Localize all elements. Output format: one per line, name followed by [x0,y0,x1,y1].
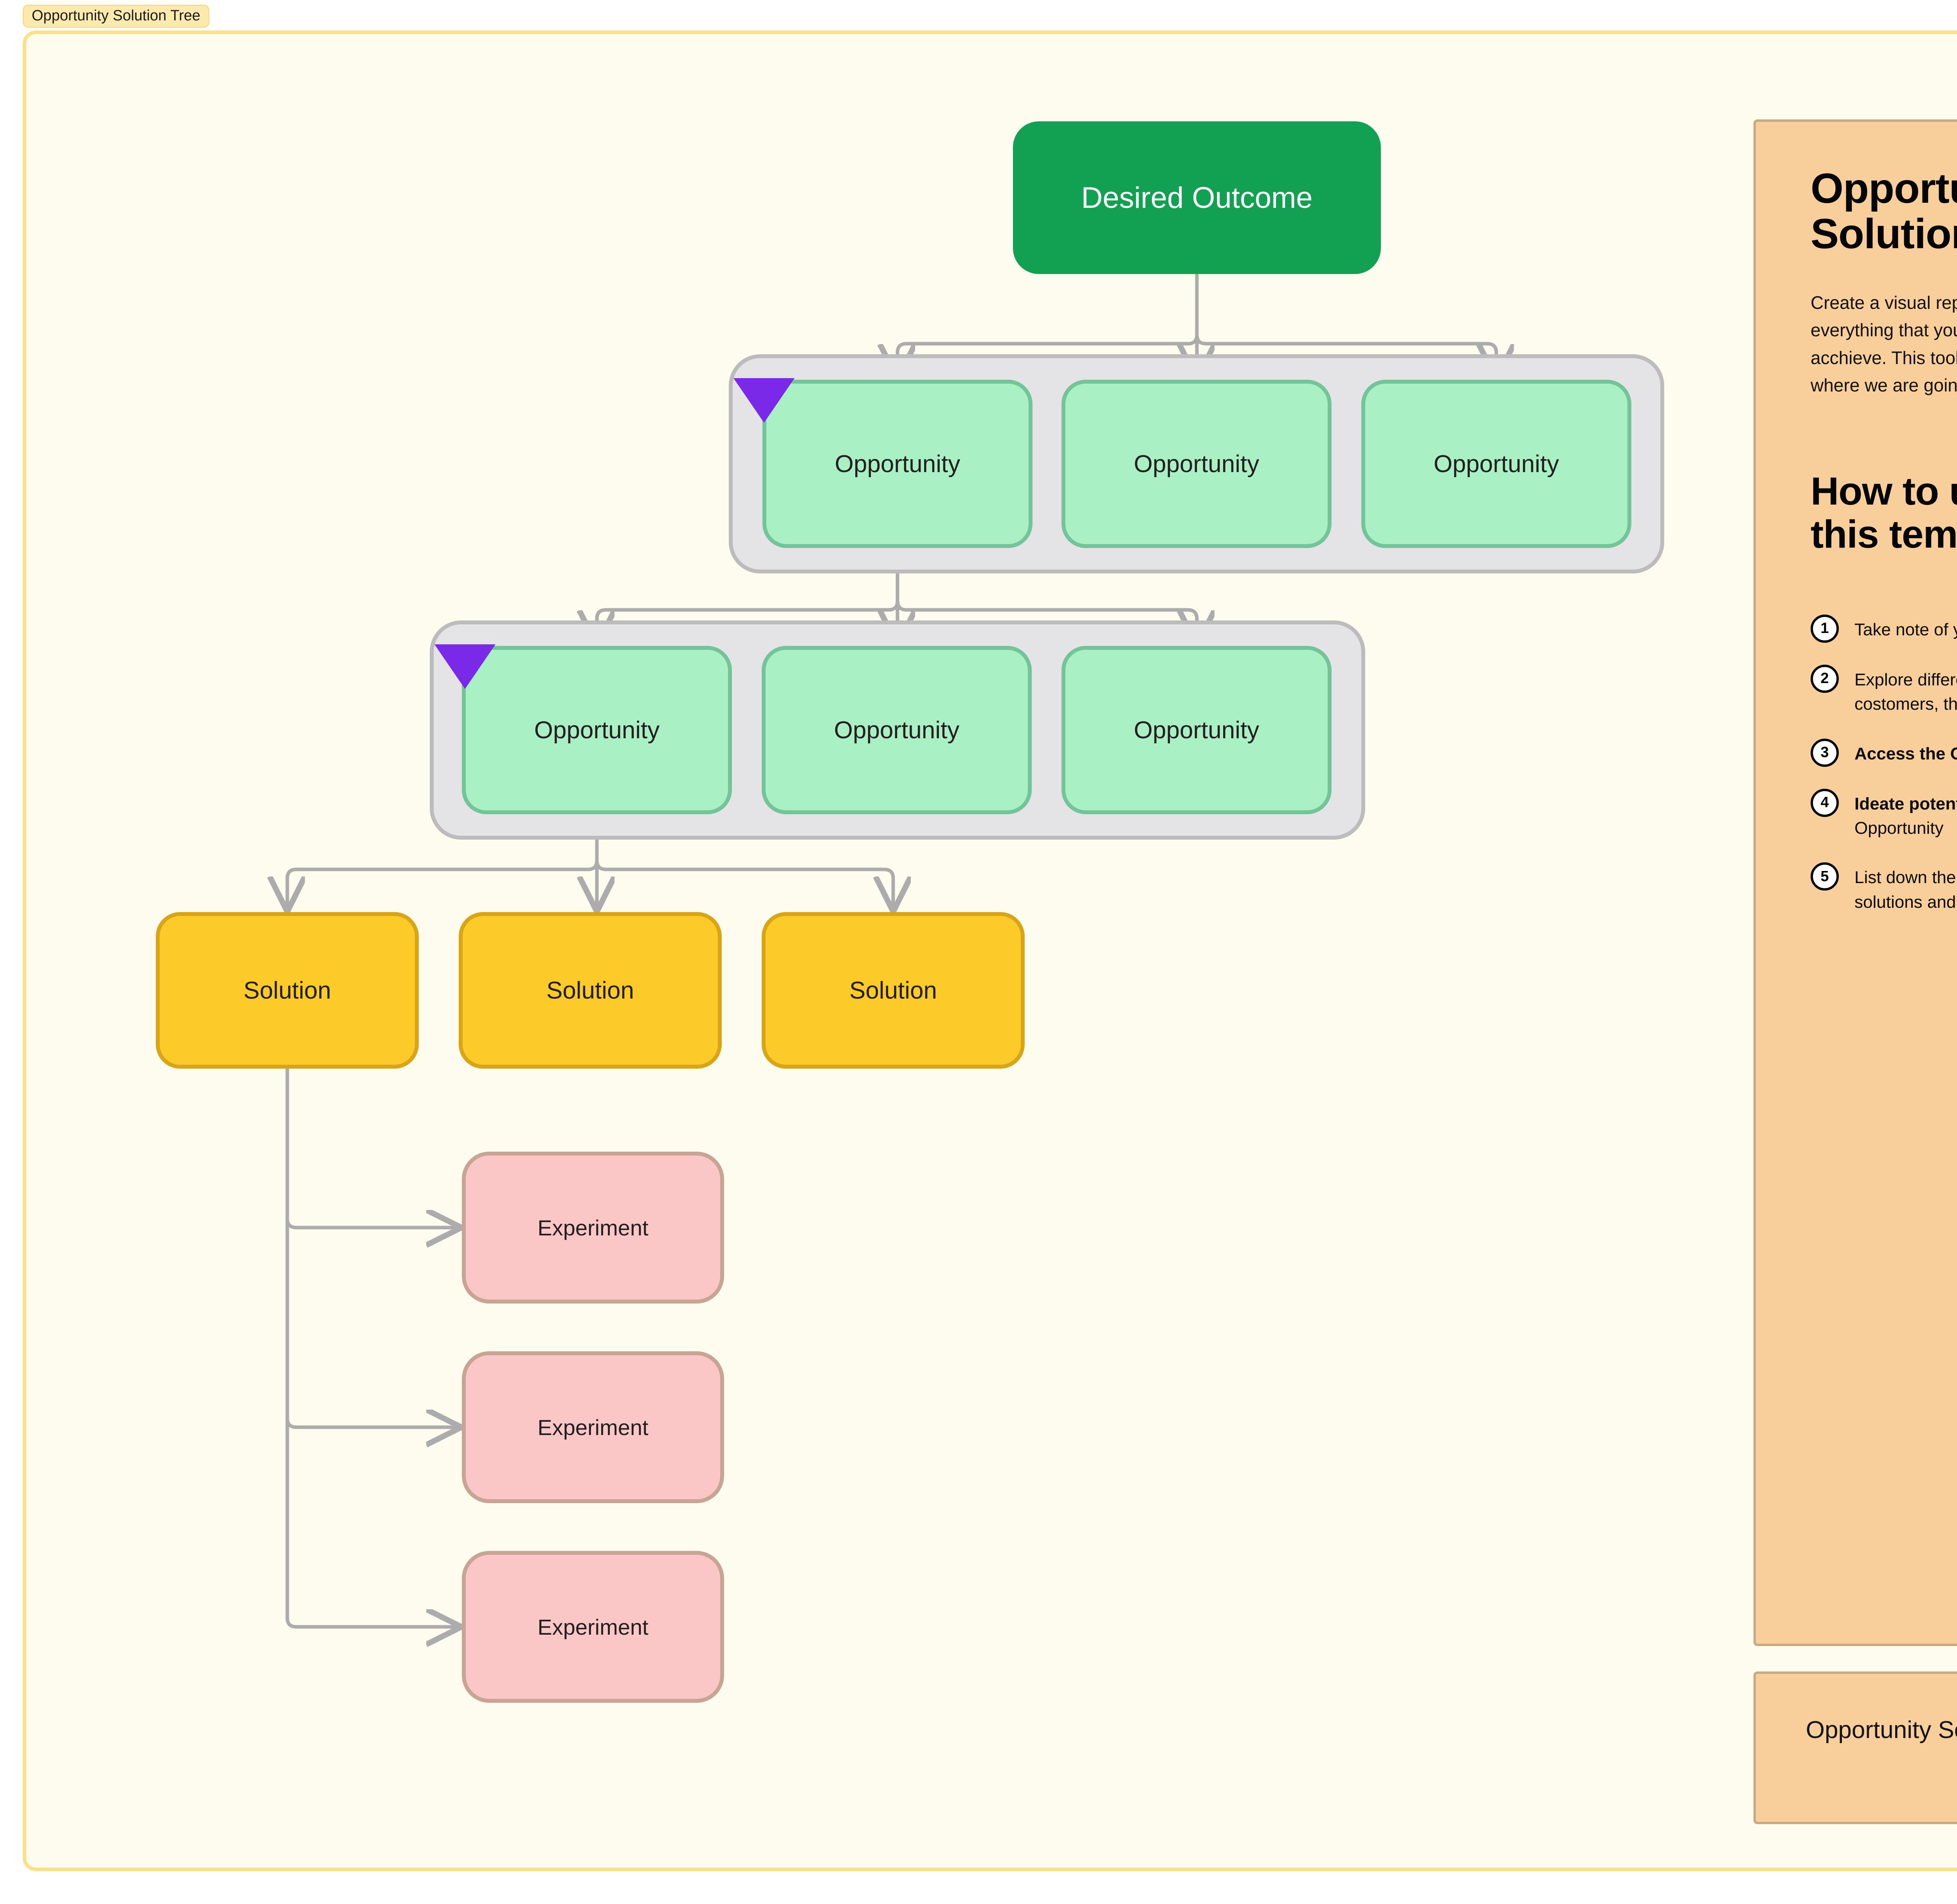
step-number-badge: 3 [1811,738,1839,767]
credit-box: Opportunity Solution Trees, by Teresa To… [1753,1671,1957,1824]
step-text-plain: List down the different type of assumpti… [1854,868,1957,912]
node-desired-outcome[interactable]: Desired Outcome [1013,121,1381,274]
step-text-plain: Explore different Opportunities, centere… [1854,670,1957,714]
step-text-tail: that will deliver on your Opportunity [1854,819,1944,838]
node-experiment-2[interactable]: Experiment [462,1351,724,1503]
node-label: Experiment [537,1215,649,1240]
step-text: List down the different type of assumpti… [1854,862,1957,914]
node-label: Desired Outcome [1081,181,1313,215]
frame-title-tag[interactable]: Opportunity Solution Tree [23,5,209,28]
node-experiment-3[interactable]: Experiment [462,1551,724,1703]
node-opportunity-r2-3[interactable]: Opportunity [1061,646,1332,814]
opportunity-solution-tree: Desired Outcome Opportunity Opportunity … [0,121,1722,1840]
step-text-bold: Ideate potential Solutions [1854,794,1957,813]
node-label: Opportunity [834,716,960,744]
sidebar-description: Create a visual representation of your t… [1811,292,1957,396]
node-label: Solution [243,977,332,1004]
list-item: 2 Explore different Opportunities, cente… [1811,664,1957,717]
step-number-badge: 2 [1811,664,1839,693]
list-item: 3 Access the Opportunities and prioritiz… [1811,738,1957,767]
node-solution-1[interactable]: Solution [156,912,419,1069]
credit-text-plain: Opportunity Solution Trees, by Teresa To… [1806,1716,1957,1744]
list-item: 5 List down the different type of assump… [1811,862,1957,914]
step-number-badge: 5 [1811,862,1839,891]
node-solution-3[interactable]: Solution [762,912,1025,1069]
node-label: Solution [546,977,634,1004]
node-label: Experiment [537,1614,649,1639]
node-opportunity-r1-1[interactable]: Opportunity [762,380,1033,548]
node-label: Opportunity [1433,450,1559,478]
sidebar-title: Opportunity Solution Tree [1811,164,1957,257]
info-sidebar: Opportunity Solution Tree Create a visua… [1753,119,1957,1646]
node-solution-2[interactable]: Solution [459,912,722,1069]
step-text-bold: Access the Opportunities [1854,744,1957,763]
priority-triangle-icon [434,644,496,689]
node-label: Opportunity [534,716,660,744]
connector-layer [0,274,1722,1840]
step-number-badge: 1 [1811,614,1839,643]
step-text: Access the Opportunities and prioritize … [1854,739,1957,766]
node-opportunity-r1-2[interactable]: Opportunity [1061,380,1332,548]
priority-triangle-icon [733,378,795,423]
list-item: 1 Take note of your Desired Outcomes [1811,614,1957,643]
node-experiment-1[interactable]: Experiment [462,1152,724,1304]
step-text: Ideate potential Solutions that will del… [1854,789,1957,841]
node-opportunity-r1-3[interactable]: Opportunity [1361,380,1631,548]
how-to-steps-list: 1 Take note of your Desired Outcomes 2 E… [1811,614,1957,915]
node-label: Solution [849,977,937,1004]
step-text: Explore different Opportunities, centere… [1854,665,1957,717]
node-opportunity-r2-1[interactable]: Opportunity [462,646,732,814]
node-opportunity-r2-2[interactable]: Opportunity [762,646,1032,814]
node-label: Experiment [537,1415,649,1440]
node-label: Opportunity [1133,716,1260,744]
step-text: Take note of your Desired Outcomes [1854,615,1957,642]
how-to-heading: How to use this template [1811,469,1957,556]
credit-text: Opportunity Solution Trees, by Teresa To… [1786,1713,1957,1783]
node-label: Opportunity [834,450,960,478]
step-text-plain: Take note of your [1854,620,1957,639]
step-number-badge: 4 [1811,788,1839,817]
node-label: Opportunity [1133,450,1260,478]
list-item: 4 Ideate potential Solutions that will d… [1811,788,1957,841]
